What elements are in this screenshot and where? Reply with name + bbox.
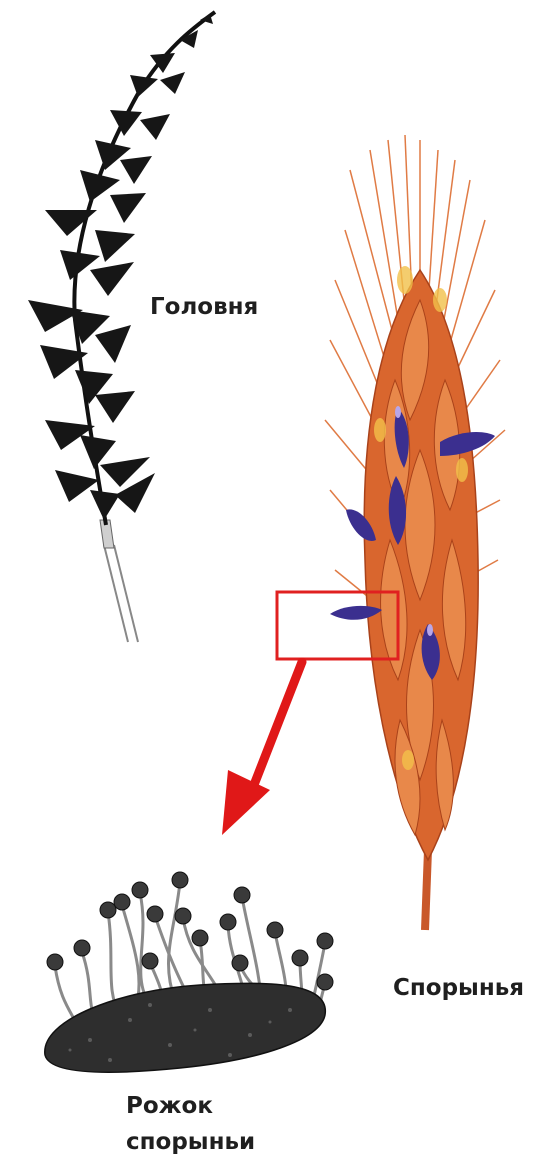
label-sclerotium-line1: Рожок xyxy=(126,1088,255,1124)
label-sclerotium: Рожок спорыньи xyxy=(126,1088,255,1160)
sclerotium-with-stromata-illustration xyxy=(45,872,333,1072)
zoom-arrow xyxy=(222,662,302,835)
label-smut: Головня xyxy=(150,294,258,320)
ergot-wheat-spike-illustration xyxy=(325,135,505,930)
label-ergot: Спорынья xyxy=(393,975,524,1001)
smut-ear-illustration xyxy=(28,12,215,642)
